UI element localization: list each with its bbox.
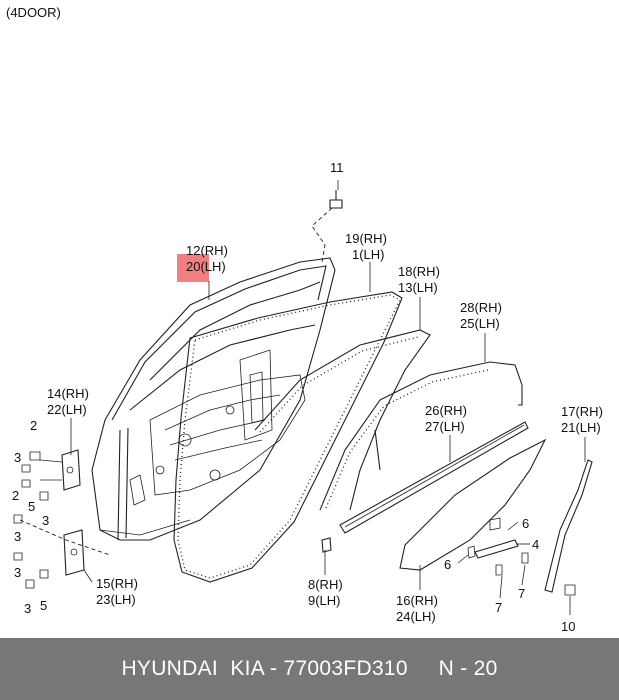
callout-18: 18(RH) xyxy=(398,264,440,279)
callout-6-b: 6 xyxy=(444,557,451,572)
leader-lines xyxy=(70,262,586,615)
door-parts-diagram: (4DOOR) xyxy=(6,5,603,634)
callout-3-d: 3 xyxy=(14,565,21,580)
callout-7-a: 7 xyxy=(495,600,502,615)
lower-hinge xyxy=(19,519,111,576)
callout-2-a: 2 xyxy=(30,418,37,433)
belt-outer-seal xyxy=(319,361,523,511)
callout-3-e: 3 xyxy=(24,601,31,616)
callout-9: 9(LH) xyxy=(308,593,341,608)
rear-channel xyxy=(544,459,593,593)
bolts-left xyxy=(13,451,49,589)
callout-21: 21(LH) xyxy=(561,420,601,435)
callout-5-a: 5 xyxy=(28,499,35,514)
callout-19: 19(RH) xyxy=(345,231,387,246)
callout-25: 25(LH) xyxy=(460,316,500,331)
callout-24: 24(LH) xyxy=(396,609,436,624)
callout-20: 20(LH) xyxy=(186,259,226,274)
door-weatherstrip xyxy=(177,294,401,579)
door-panel xyxy=(91,257,336,541)
callout-3-b: 3 xyxy=(42,513,49,528)
regulator-bracket xyxy=(474,539,519,559)
callout-14: 14(RH) xyxy=(47,386,89,401)
callout-6-a: 6 xyxy=(522,516,529,531)
callout-26: 26(RH) xyxy=(425,403,467,418)
callout-17: 17(RH) xyxy=(561,404,603,419)
callout-7-b: 7 xyxy=(518,586,525,601)
footer-text: HYUNDAI KIA - 77003FD310 N - 20 xyxy=(121,657,498,680)
footer-bar: HYUNDAI KIA - 77003FD310 N - 20 xyxy=(0,638,619,700)
callout-8: 8(RH) xyxy=(308,577,343,592)
frame-seal xyxy=(254,329,431,511)
callout-5-b: 5 xyxy=(40,598,47,613)
callout-4: 4 xyxy=(532,537,539,552)
callout-23: 23(LH) xyxy=(96,592,136,607)
callout-13: 13(LH) xyxy=(398,280,438,295)
callout-3-c: 3 xyxy=(14,529,21,544)
callout-10: 10 xyxy=(561,619,575,634)
callout-12: 12(RH) xyxy=(186,243,228,258)
callout-highlight xyxy=(177,254,209,282)
upper-hinge xyxy=(39,449,81,491)
callout-16: 16(RH) xyxy=(396,593,438,608)
callout-15: 15(RH) xyxy=(96,576,138,591)
variant-label: (4DOOR) xyxy=(6,5,61,20)
clip-8 xyxy=(321,537,332,553)
callout-28: 28(RH) xyxy=(460,300,502,315)
bolt-11 xyxy=(311,180,343,263)
callout-2-b: 2 xyxy=(12,488,19,503)
belt-moulding xyxy=(339,421,529,534)
callout-11: 11 xyxy=(330,160,344,175)
callout-22: 22(LH) xyxy=(47,402,87,417)
callout-27: 27(LH) xyxy=(425,419,465,434)
door-glass xyxy=(399,438,547,571)
callout-1: 1(LH) xyxy=(352,247,385,262)
callout-3-a: 3 xyxy=(14,450,21,465)
